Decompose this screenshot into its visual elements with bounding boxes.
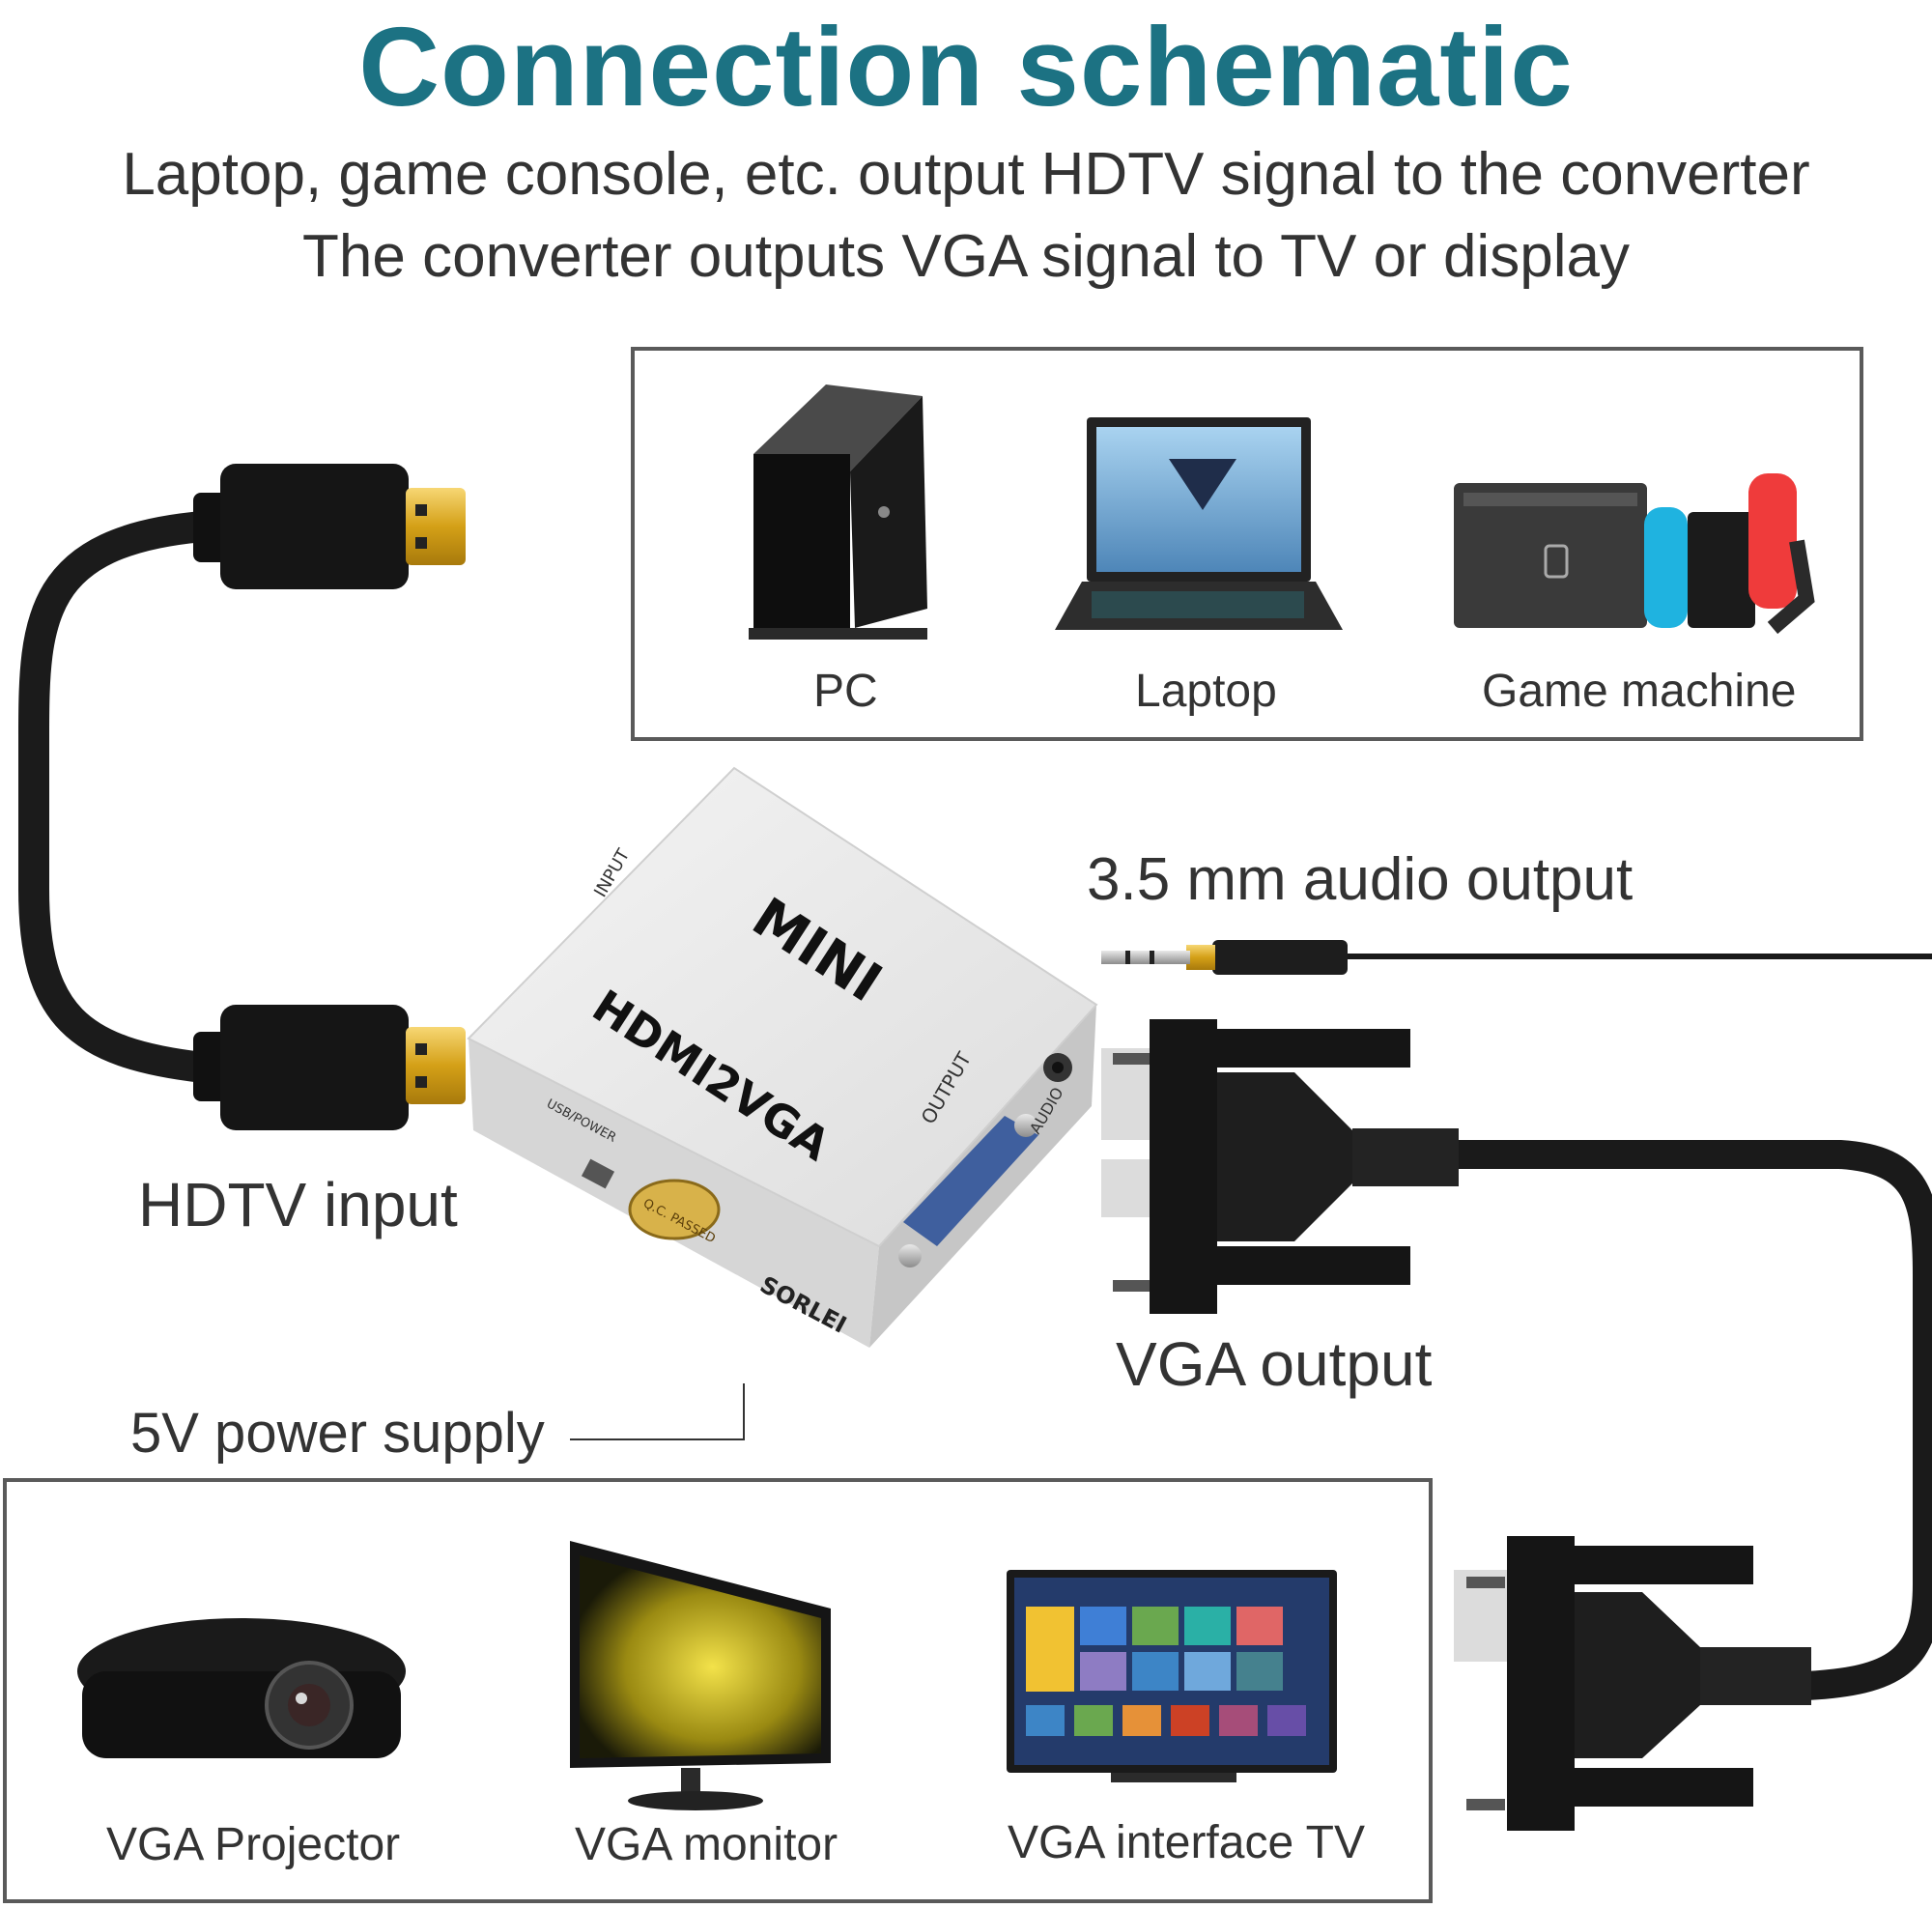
audio-output-label: 3.5 mm audio output	[1087, 846, 1634, 913]
tv-icon	[1007, 1570, 1337, 1782]
converter-box	[467, 766, 1098, 1348]
hdmi-cable	[17, 464, 466, 1130]
display-label-projector: VGA Projector	[106, 1819, 401, 1870]
source-label-laptop: Laptop	[1135, 666, 1277, 717]
power-supply-label: 5V power supply	[130, 1402, 545, 1465]
display-label-tv: VGA interface TV	[1008, 1817, 1365, 1868]
pc-tower-icon	[749, 384, 927, 640]
vga-output-label: VGA output	[1116, 1329, 1433, 1399]
audio-cable	[1101, 940, 1932, 975]
display-label-monitor: VGA monitor	[575, 1819, 838, 1870]
source-label-pc: PC	[813, 666, 878, 717]
vga-cable	[1101, 1019, 1932, 1831]
power-leader-line	[570, 1383, 745, 1440]
subtitle-line-2: The converter outputs VGA signal to TV o…	[302, 223, 1630, 290]
game-console-icon	[1454, 473, 1815, 635]
subtitle-line-1: Laptop, game console, etc. output HDTV s…	[122, 141, 1810, 208]
monitor-icon	[570, 1541, 831, 1810]
laptop-icon	[1055, 417, 1343, 630]
hdtv-input-label: HDTV input	[138, 1170, 458, 1239]
diagram-title: Connection schematic	[358, 4, 1574, 129]
projector-icon	[77, 1618, 406, 1758]
source-label-game-machine: Game machine	[1482, 666, 1797, 717]
